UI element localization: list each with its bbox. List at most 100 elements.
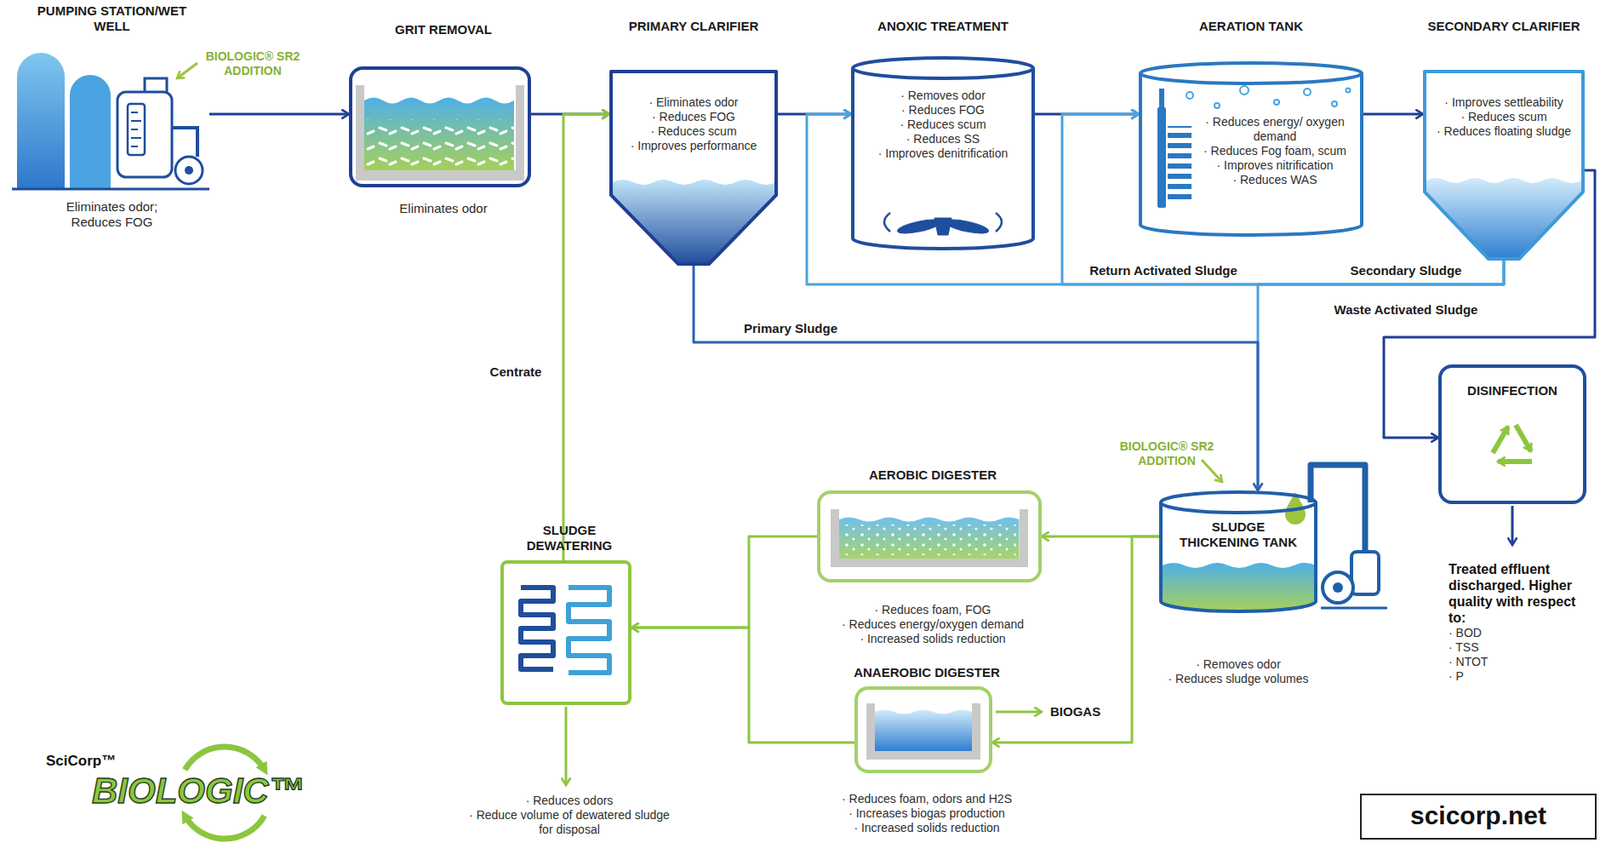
node-heading: AERATION TANK <box>1140 18 1362 35</box>
anaerobic-digester-illustration-part <box>866 750 981 760</box>
pumping-station-illustration-part <box>184 165 194 175</box>
recycle-symbol-part <box>1511 505 1515 545</box>
pumping-station: PUMPING STATION/WET WELLEliminates odor;… <box>14 40 210 189</box>
node-text: Treated effluent discharged. Higher qual… <box>1448 560 1577 626</box>
text-group: · Reduces foam, odors and H2S· Increases… <box>816 791 1038 835</box>
dewatering-illustration-part <box>568 587 610 673</box>
thickening-tank-illustration-part <box>1310 464 1366 552</box>
pumping-station-illustration <box>11 52 210 189</box>
text-group: ANAEROBIC DIGESTER <box>824 664 1029 680</box>
node-text: · Reduces scum <box>857 117 1029 132</box>
flow-connector <box>1257 260 1504 491</box>
anaerobic-digester-illustration-part <box>995 710 1042 714</box>
text-group: · Removes odor· Reduces FOG· Reduces scu… <box>857 88 1029 161</box>
dewatering-illustration <box>520 587 610 785</box>
node-text: Eliminates odor <box>341 200 546 217</box>
aerobic-digester-illustration-part <box>839 517 1020 560</box>
aeration-diffuser-part <box>1157 107 1166 208</box>
anaerobic-digester-illustration <box>866 702 1042 760</box>
node-heading: ANAEROBIC DIGESTER <box>824 664 1029 680</box>
node-heading: SLUDGE DEWATERING <box>509 522 629 554</box>
anaerobic-digester: ANAEROBIC DIGESTER· Reduces foam, odors … <box>854 685 993 773</box>
flow-connector <box>806 114 1504 285</box>
cylinder-outline <box>1140 73 1362 235</box>
website-box: scicorp.net <box>1360 793 1597 840</box>
thickening-tank-illustration-part <box>1351 551 1379 595</box>
anaerobic-digester-illustration-part <box>874 709 972 752</box>
node-heading: PUMPING STATION/WET WELL <box>31 3 194 35</box>
aeration-diffuser-part <box>1167 125 1192 205</box>
cylinder-outline <box>852 68 1034 249</box>
node-text: · Reduces FOG <box>857 102 1029 118</box>
anoxic-mixer <box>884 212 1002 236</box>
thickening-tank: SLUDGE THICKENING TANK· Removes odor· Re… <box>1159 490 1318 613</box>
text-group: · Removes odor· Reduces sludge volumes <box>1136 657 1341 686</box>
flow-connector <box>992 536 1160 743</box>
node-text: · Increases biogas production <box>816 805 1038 821</box>
additive-label: BIOLOGIC® SR2 ADDITION <box>188 49 317 79</box>
node-text: · Reduces FOG <box>614 109 773 125</box>
clarifier-outline <box>611 71 777 264</box>
node-text: · Reduces floating sludge <box>1429 124 1578 139</box>
text-group: PUMPING STATION/WET WELL <box>31 3 194 35</box>
node-heading: ANOXIC TREATMENT <box>832 18 1054 35</box>
dewatering-illustration-part <box>565 706 568 785</box>
pumping-station-illustration-part <box>177 62 198 79</box>
cylinder-top <box>1140 62 1362 84</box>
aeration-diffuser-part-part <box>1214 102 1220 109</box>
node-text: · Increased solids reduction <box>816 820 1038 835</box>
node-heading: SLUDGE THICKENING TANK <box>1171 519 1306 550</box>
node-text: · Reduces scum <box>1429 109 1578 125</box>
node-text: · Improves nitrification <box>1198 158 1352 173</box>
pumping-station-illustration-part <box>69 74 111 189</box>
aerobic-digester-illustration <box>830 508 1029 567</box>
disinfection-box: DISINFECTIONTreated effluent discharged.… <box>1438 364 1587 504</box>
node-text: · Removes odor <box>857 88 1029 103</box>
connector-label: Waste Activated Sludge <box>1331 302 1481 318</box>
recycle-symbol <box>1492 424 1532 545</box>
line-label: Secondary Sludge <box>1348 262 1465 279</box>
aerobic-digester: AEROBIC DIGESTER· Reduces foam, FOG· Red… <box>817 490 1042 583</box>
node-text: Eliminates odor; Reduces FOG <box>40 199 185 230</box>
node-text: · Improves settleability <box>1429 95 1578 110</box>
connector-label: Primary Sludge <box>741 320 840 337</box>
node-text: · Increased solids reduction <box>813 631 1052 646</box>
text-group: · Reduces foam, FOG· Reduces energy/oxyg… <box>813 602 1052 646</box>
dewatering-box: SLUDGE DEWATERING· Reduces odors· Reduce… <box>500 560 632 705</box>
output-label: BIOGAS <box>1050 703 1101 720</box>
node-text: · Reduces SS <box>857 131 1029 147</box>
recycle-symbol-part <box>1492 426 1509 453</box>
pumping-station-illustration-part <box>171 127 198 157</box>
node-text: · Reduces energy/oxygen demand <box>813 617 1052 632</box>
aerobic-digester-illustration-part <box>842 524 1017 555</box>
flow-connector <box>1062 114 1504 285</box>
node-text: · Improves denitrification <box>857 146 1029 161</box>
pumping-station-illustration-part <box>127 103 145 155</box>
flow-connector <box>631 627 855 743</box>
grit-chamber-illustration-part <box>364 97 515 172</box>
node-text: · TSS <box>1448 640 1577 655</box>
aeration-diffuser-part-part <box>1240 85 1249 95</box>
pumping-station-illustration-part <box>11 188 210 191</box>
node-text: · Reduce volume of dewatered sludge for … <box>462 807 676 837</box>
cylinder-outline <box>1160 502 1316 612</box>
text-group: Eliminates odor <box>341 200 546 217</box>
thickening-tank-illustration-part <box>1320 606 1388 610</box>
node-text: · Reduces foam, FOG <box>813 602 1052 618</box>
clarifier-outline <box>1424 71 1583 259</box>
aerobic-digester-illustration-part <box>1019 508 1029 566</box>
anoxic-tank: ANOXIC TREATMENT· Removes odor· Reduces … <box>851 56 1035 251</box>
recycle-symbol-part <box>1515 424 1532 452</box>
grit-chamber-illustration-part <box>515 85 525 179</box>
text-group: Treated effluent discharged. Higher qual… <box>1448 560 1577 684</box>
aerobic-digester-illustration-part <box>830 508 840 566</box>
aeration-diffuser-part-part <box>1331 101 1338 107</box>
flow-connector <box>209 113 349 116</box>
text-group: PRIMARY CLARIFIER <box>582 18 805 35</box>
cylinder-top <box>1160 491 1316 513</box>
node-text: · Reduces scum <box>614 124 773 139</box>
text-group: SECONDARY CLARIFIER <box>1414 18 1594 35</box>
logo-brand: BIOLOGIC™ <box>91 772 305 809</box>
node-text: · Reduces odors <box>462 793 676 808</box>
